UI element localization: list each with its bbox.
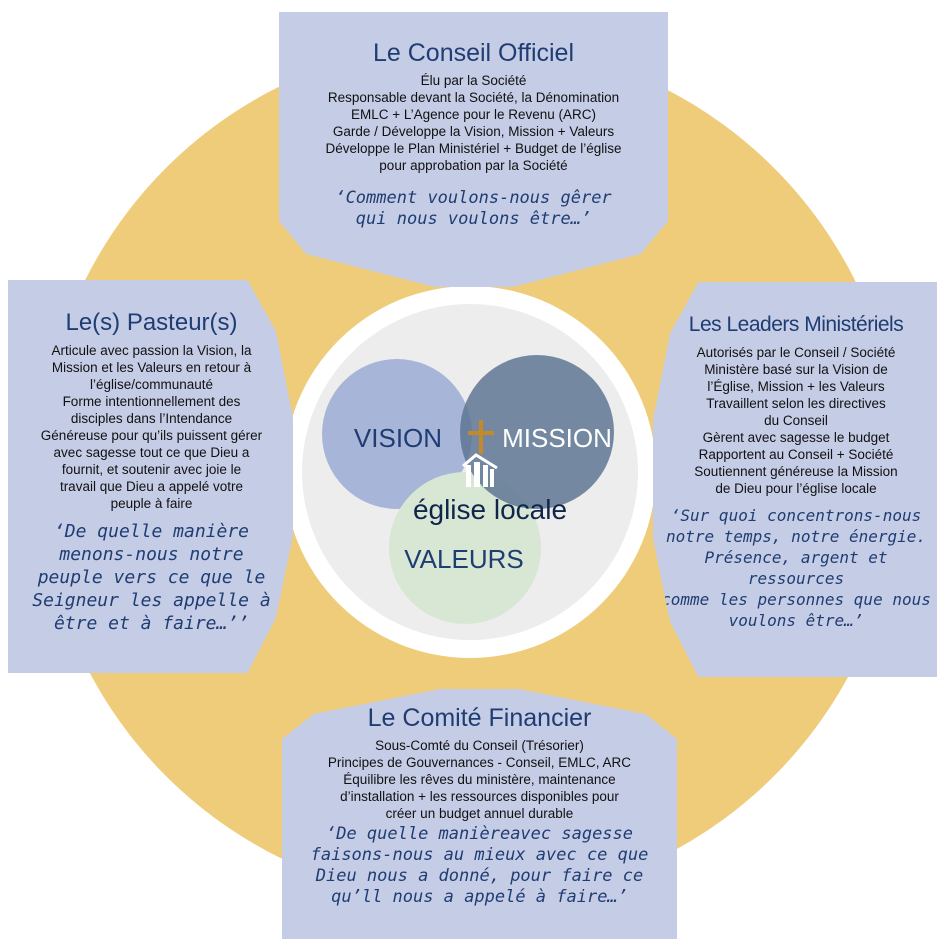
vision-circle: [322, 359, 472, 509]
panel-line: Principes de Gouvernances - Conseil, EML…: [327, 755, 632, 770]
panel-line: Articule avec passion la Vision, la: [51, 343, 252, 358]
quote-line: ‘De quelle manièreavec sagesse: [325, 824, 634, 844]
panel-line: Soutiennent généreuse la Mission: [694, 464, 898, 479]
panel-line: avec sagesse tout ce que Dieu a: [53, 445, 250, 460]
quote-line: qui nous voulons être…’: [355, 209, 592, 229]
panel-line: créer un budget annuel durable: [385, 806, 574, 821]
panel-line: peuple à faire: [110, 496, 193, 511]
panel-quote: ‘Comment voulons-nous gêrer qui nous vou…: [279, 188, 668, 230]
quote-line: Dieu nous a donné, pour faire ce: [315, 866, 644, 886]
panel-title: Le Conseil Officiel: [372, 39, 575, 67]
panel-line: Élu par la Société: [420, 73, 527, 88]
panel-line: Forme intentionnellement des: [62, 394, 241, 409]
panel-comite-financier: Le Comité Financier Sous-Comté du Consei…: [282, 689, 677, 939]
church-icon: [462, 420, 498, 487]
panel-line: l’église/communauté: [89, 377, 214, 392]
panel-line: Responsable devant la Société, la Dénomi…: [327, 90, 620, 105]
panel-quote: ‘Sur quoi concentrons-nous notre temps, …: [659, 505, 933, 631]
quote-line: Présence, argent et ressources: [704, 548, 888, 588]
panel-line: d’installation + les ressources disponib…: [340, 789, 619, 804]
quote-line: qu’ll nous a appelé à faire…’: [331, 887, 628, 907]
panel-line: Sous-Comté du Conseil (Trésorier): [375, 738, 584, 753]
panel-line: Rapportent au Conseil + Société: [698, 447, 894, 462]
panel-line: Mission et les Valeurs en retour à: [51, 360, 252, 375]
mission-circle: [460, 355, 614, 509]
panel-line: travail que Dieu a appelé votre: [59, 479, 244, 494]
valeurs-circle: [389, 472, 541, 624]
panel-quote: ‘De quelle manièreavec sagesse faisons-n…: [282, 824, 677, 908]
quote-line: comme les personnes que nous: [661, 590, 931, 609]
quote-line: être et à faire…’’: [53, 613, 250, 634]
eglise-locale-label: église locale: [413, 494, 567, 525]
valeurs-label: VALEURS: [404, 544, 523, 574]
quote-line: faisons-nous au mieux avec ce que: [310, 845, 649, 865]
quote-line: notre temps, notre énergie.: [665, 527, 927, 546]
panel-title: Le(s) Pasteur(s): [65, 309, 238, 336]
quote-line: Seigneur les appelle à: [32, 590, 271, 611]
panel-title: Le Comité Financier: [367, 704, 592, 732]
panel-quote: ‘De quelle manière menons-nous notre peu…: [14, 520, 289, 635]
quote-line: ‘De quelle manière: [53, 521, 250, 542]
panel-line: Autorisés par le Conseil / Société: [696, 345, 896, 360]
mission-label: MISSION: [502, 423, 612, 453]
quote-line: voulons être…’: [728, 611, 864, 630]
panel-leaders-ministeriels: Les Leaders Ministériels Autorisés par l…: [653, 282, 937, 677]
panel-line: Gèrent avec sagesse le budget: [702, 430, 890, 445]
panel-line: de Dieu pour l’église locale: [715, 481, 877, 496]
panel-line: disciples dans l’Intendance: [70, 411, 233, 426]
panel-title: Les Leaders Ministériels: [688, 313, 904, 336]
vision-label: VISION: [354, 423, 442, 453]
panel-line: Équilibre les rêves du ministère, mainte…: [343, 772, 616, 787]
quote-line: ‘Comment voulons-nous gêrer: [335, 188, 612, 208]
panel-line: EMLC + L’Agence pour le Revenu (ARC): [351, 107, 596, 122]
panel-line: l’Église, Mission + les Valeurs: [707, 379, 885, 394]
quote-line: peuple vers ce que le: [37, 567, 266, 588]
panel-conseil-officiel: Le Conseil Officiel Élu par la Société R…: [279, 12, 668, 287]
panel-pasteurs: Le(s) Pasteur(s) Articule avec passion l…: [8, 280, 293, 673]
quote-line: ‘Sur quoi concentrons-nous: [670, 506, 922, 525]
panel-line: pour approbation par la Société: [379, 158, 568, 173]
quote-line: menons-nous notre: [59, 544, 244, 565]
panel-line: fournit, et soutenir avec joie le: [61, 462, 242, 477]
panel-line: du Conseil: [764, 413, 828, 428]
panel-line: Ministère basé sur la Vision de: [704, 362, 888, 377]
panel-line: Garde / Développe la Vision, Mission + V…: [332, 124, 615, 139]
panel-line: Généreuse pour qu’ils puissent gérer: [40, 428, 263, 443]
panel-line: Travaillent selon les directives: [706, 396, 886, 411]
panel-line: Développe le Plan Ministériel + Budget d…: [325, 141, 622, 156]
